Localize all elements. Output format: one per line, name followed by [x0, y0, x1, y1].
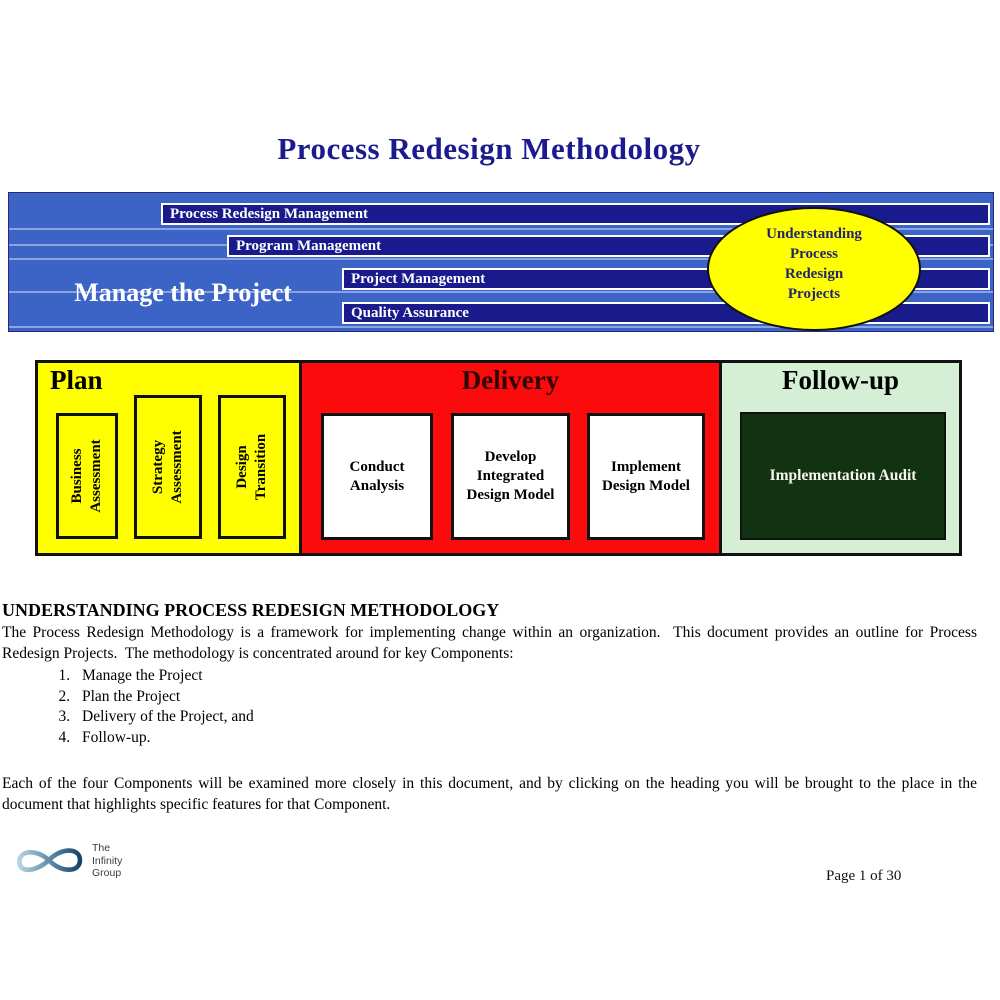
followup-heading[interactable]: Follow-up [781, 365, 900, 395]
infinity-logo-icon [17, 848, 83, 873]
page-title: Process Redesign Methodology [277, 131, 701, 166]
design-transition-box: Design Transition [218, 395, 286, 539]
components-list: Manage the Project Plan the Project Deli… [2, 666, 977, 748]
list-item: Delivery of the Project, and [74, 707, 977, 728]
infinity-group-logo: The Infinity Group [6, 832, 122, 890]
body-text: UNDERSTANDING PROCESS REDESIGN METHODOLO… [2, 600, 977, 815]
plan-heading[interactable]: Plan [50, 365, 103, 395]
conduct-analysis-box: Conduct Analysis [321, 413, 433, 540]
strategy-assessment-box: Strategy Assessment [134, 395, 202, 539]
manage-project-banner: Process Redesign Management Program Mana… [8, 192, 994, 332]
business-assessment-box: Business Assessment [56, 413, 118, 539]
ellipse-text: Understanding Process Redesign Projects [709, 224, 919, 304]
followup-section: Follow-up Implementation Audit [719, 360, 962, 556]
closing-paragraph: Each of the four Components will be exam… [2, 775, 981, 813]
banner-stripe [9, 258, 993, 260]
implement-design-model-box: Implement Design Model [587, 413, 705, 540]
strategy-assessment-label: Strategy Assessment [150, 430, 185, 504]
logo-text: The Infinity Group [92, 842, 123, 880]
plan-section: Plan Business Assessment Strategy Assess… [35, 360, 302, 556]
list-item: Plan the Project [74, 687, 977, 708]
list-item: Follow-up. [74, 728, 977, 749]
manage-the-project-heading[interactable]: Manage the Project [74, 278, 292, 307]
business-assessment-label: Business Assessment [69, 439, 104, 513]
design-transition-label: Design Transition [234, 433, 269, 501]
phase-band: Plan Business Assessment Strategy Assess… [35, 360, 962, 556]
section-heading: UNDERSTANDING PROCESS REDESIGN METHODOLO… [2, 600, 500, 620]
ellipse-line: Projects [787, 286, 841, 302]
banner-stripe [9, 228, 993, 230]
understanding-projects-ellipse: Understanding Process Redesign Projects [707, 207, 921, 331]
develop-integrated-design-model-box: Develop Integrated Design Model [451, 413, 570, 540]
delivery-section: Delivery Conduct Analysis Develop Integr… [299, 360, 722, 556]
ellipse-line: Understanding [766, 226, 862, 242]
ellipse-line: Process [789, 246, 839, 262]
ellipse-line: Redesign [784, 266, 844, 282]
delivery-heading[interactable]: Delivery [461, 365, 560, 395]
list-item: Manage the Project [74, 666, 977, 687]
banner-stripe [9, 326, 993, 328]
implementation-audit-box: Implementation Audit [740, 412, 946, 540]
page-number: Page 1 of 30 [826, 868, 902, 884]
intro-paragraph: The Process Redesign Methodology is a fr… [2, 624, 981, 662]
banner-stripe [9, 291, 993, 293]
